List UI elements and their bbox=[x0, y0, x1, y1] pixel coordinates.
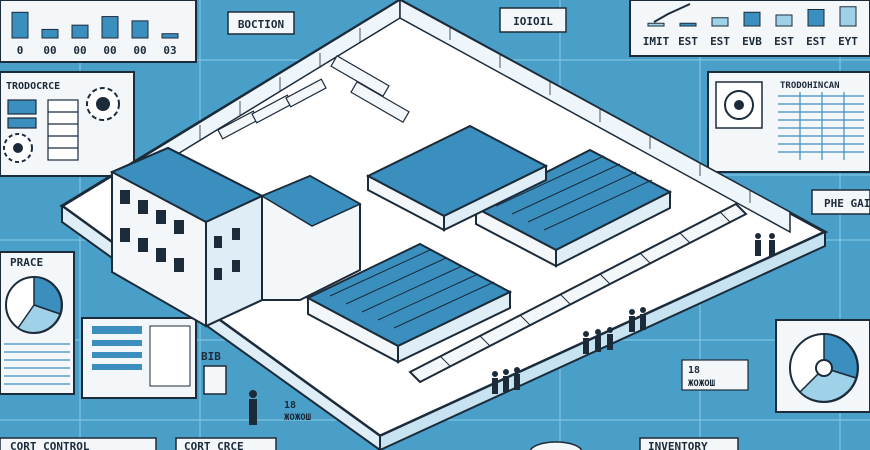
price-panel-title: PRACE bbox=[10, 256, 43, 269]
chart-bar bbox=[41, 28, 59, 39]
top-left-bars bbox=[11, 11, 179, 39]
person-icon bbox=[640, 307, 646, 330]
target-icon bbox=[724, 90, 754, 120]
chart-bar bbox=[71, 24, 89, 39]
right-table-panel: TRODOHINCAN bbox=[707, 71, 870, 173]
chart-tick-label: EST bbox=[806, 35, 826, 48]
right-small-a: 18 bbox=[688, 365, 700, 376]
right-table-title: TRODOHINCAN bbox=[780, 81, 840, 91]
conveyor-line bbox=[408, 202, 748, 384]
right-small-b: ЖОЖОШ bbox=[688, 379, 716, 389]
chart-tick-label: EST bbox=[710, 35, 730, 48]
chart-tick-label: EYT bbox=[838, 35, 858, 48]
chart-bar bbox=[711, 17, 729, 27]
bottom-left-text: CORT CONTROL bbox=[10, 440, 90, 450]
right-edge-tag: PHE GAI bbox=[811, 189, 870, 215]
top-left-tag: BOCTION bbox=[227, 11, 295, 35]
workshop-block-back bbox=[365, 124, 549, 232]
chart-tick-label: 00 bbox=[103, 44, 116, 57]
office-building bbox=[109, 146, 362, 328]
top-left-tag-text: BOCTION bbox=[238, 18, 284, 31]
small-figure-a: 18 bbox=[284, 400, 296, 411]
trend-line bbox=[653, 3, 691, 23]
bottom-right-tag: INVENTORY bbox=[639, 437, 739, 450]
chart-bar bbox=[679, 22, 697, 27]
top-right-ticks: IMIT EST EST EVB EST EST EYT bbox=[643, 35, 859, 48]
small-figure-b: ЖОЖОШ bbox=[284, 413, 312, 423]
chart-tick-label: EST bbox=[678, 35, 698, 48]
top-mid-tag: IOIOIL bbox=[499, 7, 567, 33]
mid-left-number: BIB bbox=[201, 350, 221, 363]
small-figure-left: 18 ЖОЖОШ bbox=[284, 400, 312, 423]
chart-bar bbox=[839, 6, 857, 27]
form-panel bbox=[81, 317, 197, 399]
person-icon bbox=[514, 367, 520, 390]
gear-icon bbox=[86, 87, 120, 121]
chart-bar bbox=[647, 22, 665, 27]
person-icon bbox=[583, 331, 589, 354]
production-panel-title: TRODOCRCE bbox=[6, 81, 60, 92]
person-icon bbox=[595, 329, 601, 352]
chart-bar bbox=[131, 20, 149, 39]
bottom-right-text: INVENTORY bbox=[648, 440, 708, 450]
chart-tick-label: EST bbox=[774, 35, 794, 48]
bottom-mid-text: CORT CRCE bbox=[184, 440, 244, 450]
production-panel: TRODOCRCE bbox=[0, 71, 135, 177]
chart-bar bbox=[11, 11, 29, 39]
person-icon bbox=[755, 233, 761, 256]
chart-tick-label: EVB bbox=[742, 35, 762, 48]
top-right-chart-panel: IMIT EST EST EVB EST EST EYT bbox=[629, 0, 870, 57]
workshop-block-right bbox=[473, 148, 673, 268]
machinery-area bbox=[217, 54, 410, 140]
small-figure-right: 18 ЖОЖОШ bbox=[681, 359, 749, 391]
gear-icon bbox=[3, 133, 33, 163]
person-icon bbox=[607, 327, 613, 350]
chart-tick-label: 03 bbox=[163, 44, 176, 57]
price-panel: PRACE bbox=[0, 251, 75, 395]
chart-bar bbox=[161, 33, 179, 39]
person-icon bbox=[503, 369, 509, 392]
right-edge-text: PHE GAI bbox=[824, 197, 870, 210]
person-icon bbox=[629, 309, 635, 332]
top-right-bars bbox=[647, 3, 857, 27]
workers bbox=[249, 233, 775, 425]
chart-tick-label: 00 bbox=[43, 44, 56, 57]
bottom-left-tag: CORT CONTROL bbox=[0, 437, 157, 450]
bottom-ellipse bbox=[529, 441, 583, 450]
person-icon bbox=[249, 390, 257, 425]
right-pie-panel bbox=[775, 319, 870, 413]
chart-tick-label: 0 bbox=[17, 44, 24, 57]
chart-tick-label: 00 bbox=[73, 44, 86, 57]
person-icon bbox=[492, 371, 498, 394]
top-mid-tag-text: IOIOIL bbox=[513, 15, 553, 28]
workshop-block-left bbox=[305, 242, 513, 364]
chart-tick-label: IMIT bbox=[643, 35, 670, 48]
person-icon bbox=[769, 233, 775, 256]
chart-bar bbox=[775, 14, 793, 27]
chart-bar bbox=[101, 16, 119, 39]
pie-chart-icon bbox=[5, 276, 63, 334]
chart-bar bbox=[807, 9, 825, 27]
chart-bar bbox=[743, 11, 761, 27]
chart-tick-label: 00 bbox=[133, 44, 146, 57]
pie-chart-icon bbox=[789, 333, 859, 403]
bottom-mid-tag: CORT CRCE bbox=[175, 437, 277, 450]
